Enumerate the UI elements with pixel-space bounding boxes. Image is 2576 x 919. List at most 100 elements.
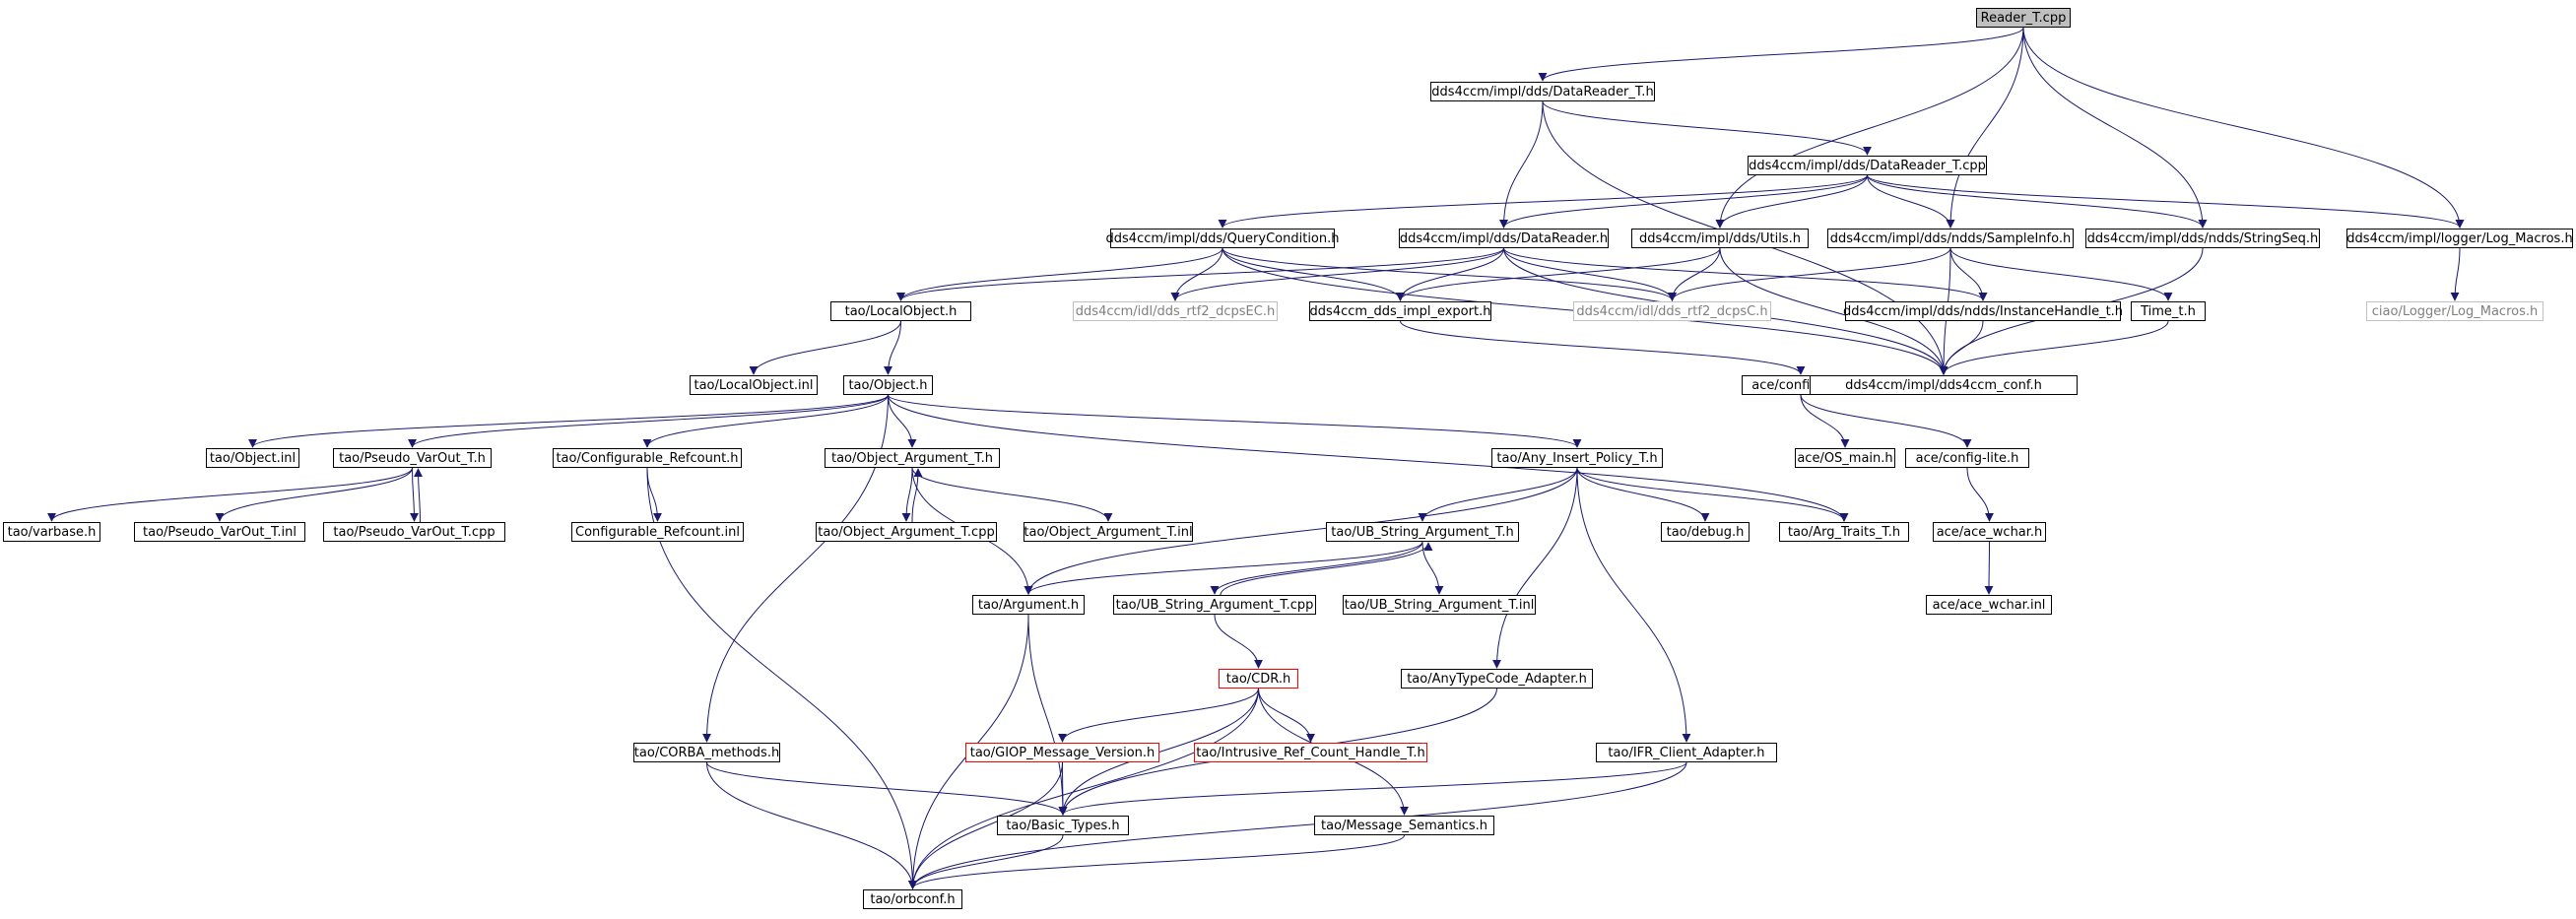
edge-utils_h-to-dds_impl_export_h: [1396, 247, 1721, 301]
node-localobject-h[interactable]: tao/LocalObject.h: [830, 301, 971, 321]
edge-instancehandle_t_h-to-dds4ccm_conf_h: [1939, 320, 1984, 375]
node-anytypecode-adapter-h[interactable]: tao/AnyTypeCode_Adapter.h: [1401, 669, 1593, 689]
node-instancehandle-t-h[interactable]: dds4ccm/impl/dds/ndds/InstanceHandle_t.h: [1843, 301, 2123, 321]
node-object-argument-t-inl[interactable]: tao/Object_Argument_T.inl: [1024, 522, 1193, 542]
edge-object_h-to-corba_methods_h: [702, 394, 889, 743]
edge-object_h-to-configurable_refcount_h: [642, 394, 889, 448]
node-basic-types-h[interactable]: tao/Basic_Types.h: [997, 816, 1129, 835]
node-ace-wchar-inl[interactable]: ace/ace_wchar.inl: [1926, 595, 2052, 615]
edge-object_h-to-pseudo_varout_t_h: [408, 394, 889, 448]
node-giop-message-version-h[interactable]: tao/GIOP_Message_Version.h: [965, 743, 1159, 762]
edge-reader_t_cpp-to-sampleinfo_h: [1946, 27, 2024, 229]
edge-datareader_h-to-localobject_h: [896, 247, 1504, 301]
edge-reader_t_cpp-to-stringseq_h: [2022, 27, 2208, 229]
edge-pseudo_varout_t_h-to-varbase_h: [47, 467, 413, 522]
edge-datareader_t_cpp-to-log_macros_h: [1867, 174, 2465, 229]
edge-reader_t_cpp-to-utils_h: [1715, 27, 2024, 229]
node-dds4ccm-conf-h[interactable]: dds4ccm/impl/dds4ccm_conf.h: [1810, 375, 2078, 395]
node-ub-string-argument-t-cpp[interactable]: tao/UB_String_Argument_T.cpp: [1113, 595, 1316, 615]
edge-pseudo_varout_t_h-to-pseudo_varout_t_cpp: [409, 467, 419, 522]
edge-ub_string_argument_t_h-to-argument_h: [1024, 541, 1423, 595]
edge-localobject_h-to-localobject_inl: [749, 320, 901, 375]
edge-any_insert_policy_t_h-to-ifr_client_adapter_h: [1576, 467, 1691, 743]
edge-any_insert_policy_t_h-to-anytypecode_adapter_h: [1492, 467, 1578, 669]
node-config-lite-h[interactable]: ace/config-lite.h: [1905, 448, 2029, 468]
edge-object_h-to-object_inl: [248, 394, 889, 448]
edge-ifr_client_adapter_h-to-basic_types_h: [1058, 761, 1687, 816]
node-object-inl[interactable]: tao/Object.inl: [206, 448, 299, 468]
edge-querycondition_h-to-dcpsc_h: [1222, 247, 1677, 301]
edge-querycondition_h-to-localobject_h: [896, 247, 1223, 301]
node-message-semantics-h[interactable]: tao/Message_Semantics.h: [1314, 816, 1494, 835]
node-datareader-t-h[interactable]: dds4ccm/impl/dds/DataReader_T.h: [1430, 82, 1655, 101]
edge-ub_string_argument_t_h-to-ub_string_argument_t_cpp: [1210, 541, 1423, 595]
edge-any_insert_policy_t_h-to-arg_traits_t_h: [1576, 467, 1849, 522]
edge-ace_wchar_h-to-ace_wchar_inl: [1984, 541, 1994, 595]
edge-datareader_h-to-instancehandle_t_h: [1503, 247, 1988, 301]
edge-datareader_t_h-to-datareader_h: [1499, 100, 1544, 229]
node-ifr-client-adapter-h[interactable]: tao/IFR_Client_Adapter.h: [1596, 743, 1777, 762]
node-stringseq-h[interactable]: dds4ccm/impl/dds/ndds/StringSeq.h: [2085, 229, 2320, 248]
node-sampleinfo-h[interactable]: dds4ccm/impl/dds/ndds/SampleInfo.h: [1827, 229, 2074, 248]
node-configurable-refcount-inl[interactable]: Configurable_Refcount.inl: [571, 522, 744, 542]
node-time-t-h[interactable]: Time_t.h: [2131, 301, 2206, 321]
node-argument-h[interactable]: tao/Argument.h: [972, 595, 1085, 615]
edge-datareader_t_cpp-to-utils_h: [1715, 174, 1868, 229]
edge-querycondition_h-to-dds_impl_export_h: [1222, 247, 1405, 301]
node-datareader-h[interactable]: dds4ccm/impl/dds/DataReader.h: [1399, 229, 1609, 248]
node-object-h[interactable]: tao/Object.h: [843, 375, 933, 395]
edge-ifr_client_adapter_h-to-orbconf_h: [908, 761, 1687, 889]
edge-cdr_h-to-orbconf_h: [908, 688, 1259, 889]
edge-sampleinfo_h-to-dcpsc_h: [1668, 247, 1951, 301]
edge-argument_h-to-basic_types_h: [1027, 614, 1068, 816]
edge-object_argument_t_h-to-object_argument_t_inl: [911, 467, 1113, 522]
edge-datareader_h-to-dcpsc_h: [1503, 247, 1677, 301]
edge-datareader_h-to-dcpsec_h: [1170, 247, 1504, 301]
node-log-macros-h[interactable]: dds4ccm/impl/logger/Log_Macros.h: [2346, 229, 2573, 248]
node-pseudo-varout-t-cpp[interactable]: tao/Pseudo_VarOut_T.cpp: [323, 522, 505, 542]
edge-cdr_h-to-intrusive_ref_count_handle_t_h: [1258, 688, 1315, 743]
edge-sampleinfo_h-to-instancehandle_t_h: [1949, 247, 1988, 301]
node-any-insert-policy-t-h[interactable]: tao/Any_Insert_Policy_T.h: [1491, 448, 1663, 468]
node-arg-traits-t-h[interactable]: tao/Arg_Traits_T.h: [1779, 522, 1909, 542]
node-localobject-inl[interactable]: tao/LocalObject.inl: [690, 375, 818, 395]
node-object-argument-t-cpp[interactable]: tao/Object_Argument_T.cpp: [816, 522, 997, 542]
edge-configurable_refcount_h-to-orbconf_h: [646, 467, 917, 889]
edge-object_h-to-arg_traits_t_h: [888, 394, 1849, 522]
node-configurable-refcount-h[interactable]: tao/Configurable_Refcount.h: [553, 448, 742, 468]
node-dcpsec-h: dds4ccm/idl/dds_rtf2_dcpsEC.h: [1073, 301, 1278, 321]
node-pseudo-varout-t-inl[interactable]: tao/Pseudo_VarOut_T.inl: [134, 522, 305, 542]
edge-object_h-to-object_argument_t_h: [888, 394, 917, 448]
node-corba-methods-h[interactable]: tao/CORBA_methods.h: [633, 743, 780, 762]
node-ace-wchar-h[interactable]: ace/ace_wchar.h: [1933, 522, 2046, 542]
node-datareader-t-cpp[interactable]: dds4ccm/impl/dds/DataReader_T.cpp: [1748, 156, 1987, 175]
node-ub-string-argument-t-inl[interactable]: tao/UB_String_Argument_T.inl: [1343, 595, 1536, 615]
node-cdr-h[interactable]: tao/CDR.h: [1219, 669, 1298, 689]
node-dds-impl-export-h[interactable]: dds4ccm_dds_impl_export.h: [1309, 301, 1491, 321]
node-ub-string-argument-t-h[interactable]: tao/UB_String_Argument_T.h: [1326, 522, 1519, 542]
node-os-main-h[interactable]: ace/OS_main.h: [1795, 448, 1895, 468]
node-querycondition-h[interactable]: dds4ccm/impl/dds/QueryCondition.h: [1106, 229, 1340, 248]
node-intrusive-ref-count-handle-t-h[interactable]: tao/Intrusive_Ref_Count_Handle_T.h: [1194, 743, 1427, 762]
edge-datareader_t_cpp-to-stringseq_h: [1867, 174, 2208, 229]
node-orbconf-h[interactable]: tao/orbconf.h: [863, 889, 962, 909]
edge-reader_t_cpp-to-datareader_t_h: [1538, 27, 2024, 82]
edge-dds_impl_export_h-to-config_all_h: [1400, 320, 1806, 375]
node-varbase-h[interactable]: tao/varbase.h: [3, 522, 100, 542]
edge-datareader_h-to-dds_impl_export_h: [1396, 247, 1504, 301]
edge-giop_message_version_h-to-orbconf_h: [908, 761, 1063, 889]
edge-ub_string_argument_t_cpp-to-ub_string_argument_t_h: [1220, 542, 1433, 596]
node-dcpsc-h: dds4ccm/idl/dds_rtf2_dcpsC.h: [1573, 301, 1771, 321]
edge-pseudo_varout_t_h-to-pseudo_varout_t_inl: [215, 467, 413, 522]
node-reader-t-cpp[interactable]: Reader_T.cpp: [1976, 8, 2071, 28]
node-utils-h[interactable]: dds4ccm/impl/dds/Utils.h: [1631, 229, 1809, 248]
edge-message_semantics_h-to-orbconf_h: [908, 834, 1405, 889]
edge-any_insert_policy_t_h-to-debug_h: [1576, 467, 1710, 522]
node-pseudo-varout-t-h[interactable]: tao/Pseudo_VarOut_T.h: [333, 448, 492, 468]
edge-utils_h-to-dds4ccm_conf_h: [1719, 247, 1949, 375]
node-object-argument-t-h[interactable]: tao/Object_Argument_T.h: [825, 448, 1000, 468]
node-debug-h[interactable]: tao/debug.h: [1661, 522, 1750, 542]
node-ciao-log-macros-h: ciao/Logger/Log_Macros.h: [2366, 301, 2543, 321]
edge-reader_t_cpp-to-log_macros_h: [2022, 27, 2465, 229]
